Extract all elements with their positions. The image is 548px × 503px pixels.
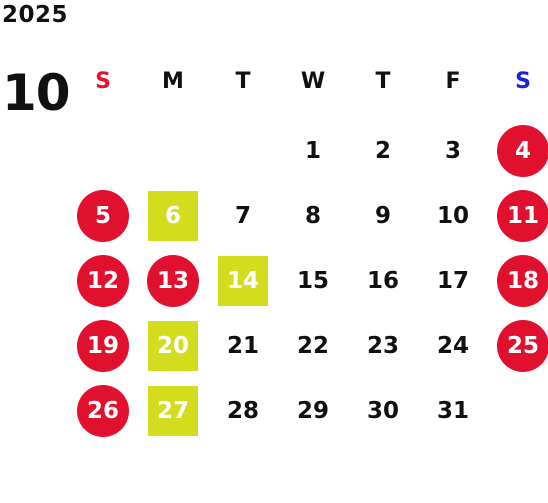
day-number: 24 <box>436 332 469 359</box>
day-cell[interactable]: 21 <box>208 313 278 378</box>
highlighted-day-number: 14 <box>218 255 268 306</box>
day-cell[interactable]: 18 <box>488 248 548 313</box>
weekday-label: F <box>445 69 461 94</box>
month-number: 10 <box>2 64 71 122</box>
day-cell[interactable]: 28 <box>208 378 278 443</box>
day-number: 28 <box>226 397 259 424</box>
day-number: 7 <box>234 202 251 229</box>
day-cell[interactable]: 6 <box>138 183 208 248</box>
day-number: 9 <box>374 202 391 229</box>
day-number: 1 <box>304 137 321 164</box>
day-number: 16 <box>366 267 399 294</box>
day-number: 21 <box>226 332 259 359</box>
day-cell[interactable]: 2 <box>348 118 418 183</box>
day-number: 2 <box>374 137 391 164</box>
day-cell[interactable]: 13 <box>138 248 208 313</box>
holiday-day-number: 25 <box>497 319 548 372</box>
day-cell[interactable]: 17 <box>418 248 488 313</box>
day-cell[interactable]: 7 <box>208 183 278 248</box>
day-cell[interactable]: 29 <box>278 378 348 443</box>
day-cell[interactable]: 22 <box>278 313 348 378</box>
year-label: 2025 <box>2 2 69 28</box>
holiday-day-number: 13 <box>147 254 199 307</box>
day-cell[interactable]: 16 <box>348 248 418 313</box>
day-number: 22 <box>296 332 329 359</box>
weekday-label: M <box>162 69 184 94</box>
day-number: 30 <box>366 397 399 424</box>
day-cell[interactable]: 31 <box>418 378 488 443</box>
day-number: 15 <box>296 267 329 294</box>
day-number: 23 <box>366 332 399 359</box>
day-cell[interactable]: 12 <box>68 248 138 313</box>
day-number: 3 <box>444 137 461 164</box>
highlighted-day-number: 20 <box>148 320 198 371</box>
day-cell[interactable]: 9 <box>348 183 418 248</box>
day-number: 10 <box>436 202 469 229</box>
day-cell[interactable]: 30 <box>348 378 418 443</box>
day-cell[interactable]: 19 <box>68 313 138 378</box>
day-cell[interactable]: 1 <box>278 118 348 183</box>
holiday-day-number: 5 <box>77 189 129 242</box>
day-cell[interactable]: 24 <box>418 313 488 378</box>
day-cell[interactable]: 26 <box>68 378 138 443</box>
holiday-day-number: 11 <box>497 189 548 242</box>
holiday-day-number: 26 <box>77 384 129 437</box>
weekday-label: S <box>95 69 111 94</box>
weekday-label: S <box>515 69 531 94</box>
day-cell[interactable]: 4 <box>488 118 548 183</box>
day-cell[interactable]: 20 <box>138 313 208 378</box>
day-cell[interactable]: 25 <box>488 313 548 378</box>
day-cell[interactable]: 11 <box>488 183 548 248</box>
day-cell[interactable]: 27 <box>138 378 208 443</box>
weekday-label: W <box>300 69 326 94</box>
day-number: 31 <box>436 397 469 424</box>
day-cell[interactable]: 23 <box>348 313 418 378</box>
day-number: 8 <box>304 202 321 229</box>
weekday-label: T <box>235 69 251 94</box>
day-number: 17 <box>436 267 469 294</box>
day-cell[interactable]: 15 <box>278 248 348 313</box>
holiday-day-number: 4 <box>497 124 548 177</box>
holiday-day-number: 12 <box>77 254 129 307</box>
holiday-day-number: 19 <box>77 319 129 372</box>
weekday-label: T <box>375 69 391 94</box>
holiday-day-number: 18 <box>497 254 548 307</box>
day-cell[interactable]: 10 <box>418 183 488 248</box>
day-cell[interactable]: 3 <box>418 118 488 183</box>
day-cell[interactable]: 14 <box>208 248 278 313</box>
day-cell[interactable]: 5 <box>68 183 138 248</box>
highlighted-day-number: 6 <box>148 190 198 241</box>
day-cell[interactable]: 8 <box>278 183 348 248</box>
day-number: 29 <box>296 397 329 424</box>
highlighted-day-number: 27 <box>148 385 198 436</box>
